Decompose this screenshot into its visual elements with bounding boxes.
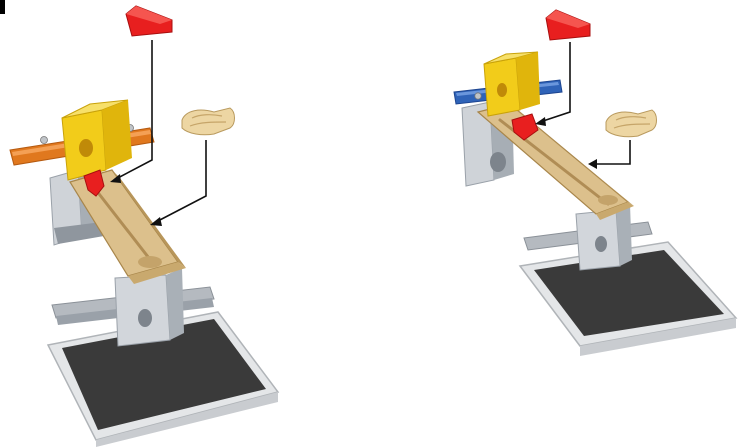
stand-foot bbox=[54, 222, 104, 244]
base-tray-right bbox=[518, 241, 738, 356]
block-side bbox=[102, 100, 132, 170]
lower-block-hole bbox=[138, 309, 152, 327]
shavings-line-1 bbox=[191, 114, 223, 119]
lower-block-side bbox=[166, 268, 184, 340]
red-wedge-part-right bbox=[545, 9, 591, 41]
beam-front bbox=[128, 262, 186, 284]
yellow-block bbox=[61, 99, 132, 181]
base-pad bbox=[62, 319, 266, 430]
base-frame-side-right bbox=[580, 318, 736, 356]
lower-block-hole-right bbox=[595, 236, 607, 252]
red-wedge-part bbox=[125, 5, 173, 37]
base-pad-right bbox=[534, 250, 724, 336]
arrow-wedge-head-right bbox=[535, 117, 546, 126]
beam-pocket bbox=[138, 256, 162, 268]
arrow-shavings-line-right bbox=[594, 140, 631, 165]
beam-side bbox=[112, 170, 186, 268]
corner-mark bbox=[0, 0, 5, 14]
shavings-icon-right bbox=[605, 109, 657, 138]
leader-arrows-right bbox=[535, 42, 631, 169]
beam-pocket-right bbox=[598, 195, 618, 205]
base-frame-side bbox=[96, 392, 278, 447]
wood-shavings-part bbox=[181, 107, 235, 136]
block-hole-right bbox=[497, 83, 507, 97]
block-side-right bbox=[516, 52, 540, 110]
arrow-shavings-line bbox=[155, 140, 207, 223]
shavings-line-2-right bbox=[613, 123, 651, 129]
shavings-line-2 bbox=[189, 121, 227, 127]
red-wedge-top-right bbox=[546, 10, 590, 28]
wooden-beam bbox=[69, 169, 186, 284]
blue-dowel-screw bbox=[474, 92, 482, 100]
right-assembly bbox=[453, 9, 738, 356]
stand-hole-right bbox=[490, 152, 506, 172]
wood-shavings-part-right bbox=[605, 109, 657, 138]
shavings-icon bbox=[181, 107, 235, 136]
lower-clamp bbox=[51, 268, 215, 347]
left-assembly bbox=[9, 5, 280, 447]
red-wedge-inserted-right bbox=[511, 113, 539, 141]
arrow-shavings-head-right bbox=[588, 159, 597, 169]
arrow-wedge-head bbox=[110, 174, 121, 183]
block-hole bbox=[79, 139, 93, 157]
arrow-wedge-line bbox=[113, 40, 153, 181]
base-tray bbox=[46, 311, 280, 447]
beam-front-right bbox=[596, 202, 634, 220]
arrow-wedge-line-right bbox=[539, 42, 571, 123]
beam-groove bbox=[94, 188, 154, 264]
arrow-shavings-head bbox=[150, 217, 162, 226]
lower-block-side-right bbox=[616, 204, 632, 266]
red-wedge-inserted bbox=[83, 169, 105, 197]
red-wedge-top bbox=[126, 6, 172, 24]
shavings-line-1-right bbox=[615, 116, 647, 121]
leader-arrows-left bbox=[110, 40, 207, 226]
dowel-screw-1 bbox=[40, 136, 48, 144]
lower-clamp-right bbox=[523, 204, 653, 271]
yellow-block-right bbox=[483, 51, 540, 117]
